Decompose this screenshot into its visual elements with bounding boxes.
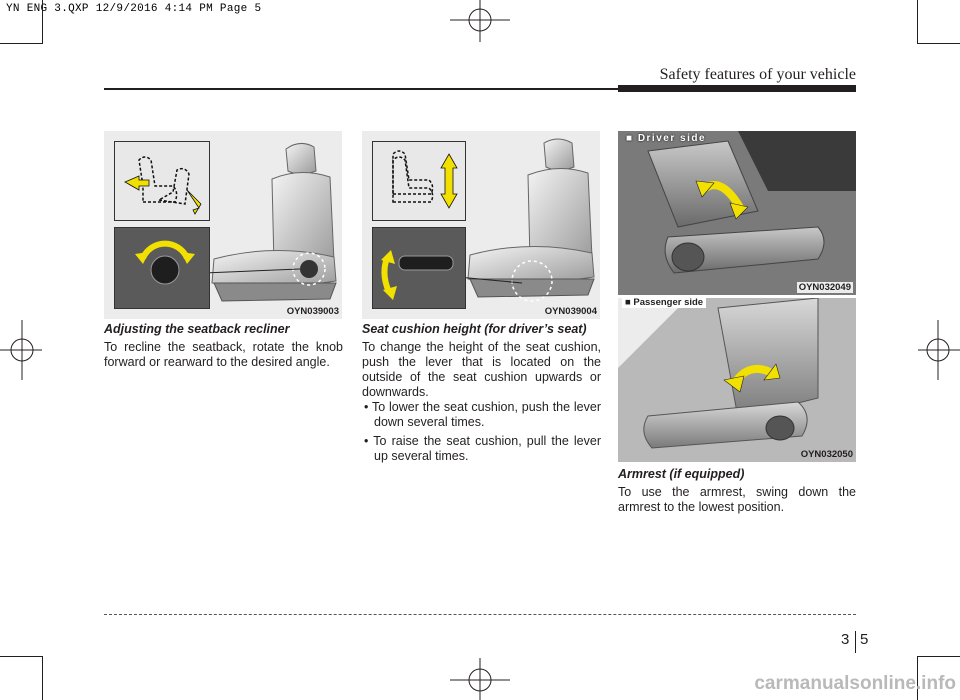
figure-seatback-recliner: OYN039003 — [104, 131, 342, 319]
figure-code: OYN032050 — [800, 449, 853, 460]
registration-mark-bottom — [450, 658, 510, 700]
armrest-illustration — [618, 298, 856, 462]
list-item: • To raise the seat cushion, pull the le… — [364, 434, 601, 463]
registration-mark-left — [0, 320, 42, 380]
registration-mark-top — [450, 0, 510, 42]
inset-height-lever — [372, 227, 466, 309]
bullet-list-cushion: • To lower the seat cushion, push the le… — [362, 400, 601, 468]
page-number-separator — [855, 631, 856, 653]
text-armrest: To use the armrest, swing down the armre… — [618, 485, 856, 514]
section-title: Safety features of your vehicle — [659, 66, 856, 83]
figure-code: OYN039004 — [544, 306, 597, 317]
heading-seat-cushion-height: Seat cushion height (for driver’s seat) — [362, 322, 587, 336]
text-seatback-recliner: To recline the seatback, rotate the knob… — [104, 340, 343, 369]
text-seat-cushion-height: To change the height of the seat cushion… — [362, 340, 601, 399]
inset-seat-positions — [114, 141, 210, 221]
seat-illustration — [457, 138, 595, 302]
seat-illustration — [203, 143, 337, 302]
title-rule — [104, 88, 618, 90]
registration-mark-right — [918, 320, 960, 380]
figure-code: OYN039003 — [286, 306, 339, 317]
page-number: 5 — [860, 631, 869, 648]
figure-armrest-passenger: ■ Passenger side OYN032050 — [618, 298, 856, 462]
figure-label-driver-side: ■ Driver side — [626, 133, 707, 144]
list-item: • To lower the seat cushion, push the le… — [364, 400, 601, 429]
figure-seat-cushion-height: OYN039004 — [362, 131, 600, 319]
watermark: carmanualsonline.info — [754, 673, 956, 694]
heading-seatback-recliner: Adjusting the seatback recliner — [104, 322, 290, 336]
print-slug: YN ENG 3.QXP 12/9/2016 4:14 PM Page 5 — [6, 3, 262, 15]
figure-label-passenger-side: ■ Passenger side — [622, 298, 707, 308]
chapter-number: 3 — [841, 631, 850, 648]
heading-armrest: Armrest (if equipped) — [618, 467, 745, 481]
inset-recliner-knob — [114, 227, 210, 309]
armrest-illustration — [618, 131, 856, 295]
footer-rule — [104, 614, 856, 615]
inset-cushion-positions — [372, 141, 466, 221]
figure-code: OYN032049 — [796, 282, 853, 293]
title-rule-accent — [618, 85, 856, 92]
figure-armrest-driver: ■ Driver side OYN032049 — [618, 131, 856, 295]
